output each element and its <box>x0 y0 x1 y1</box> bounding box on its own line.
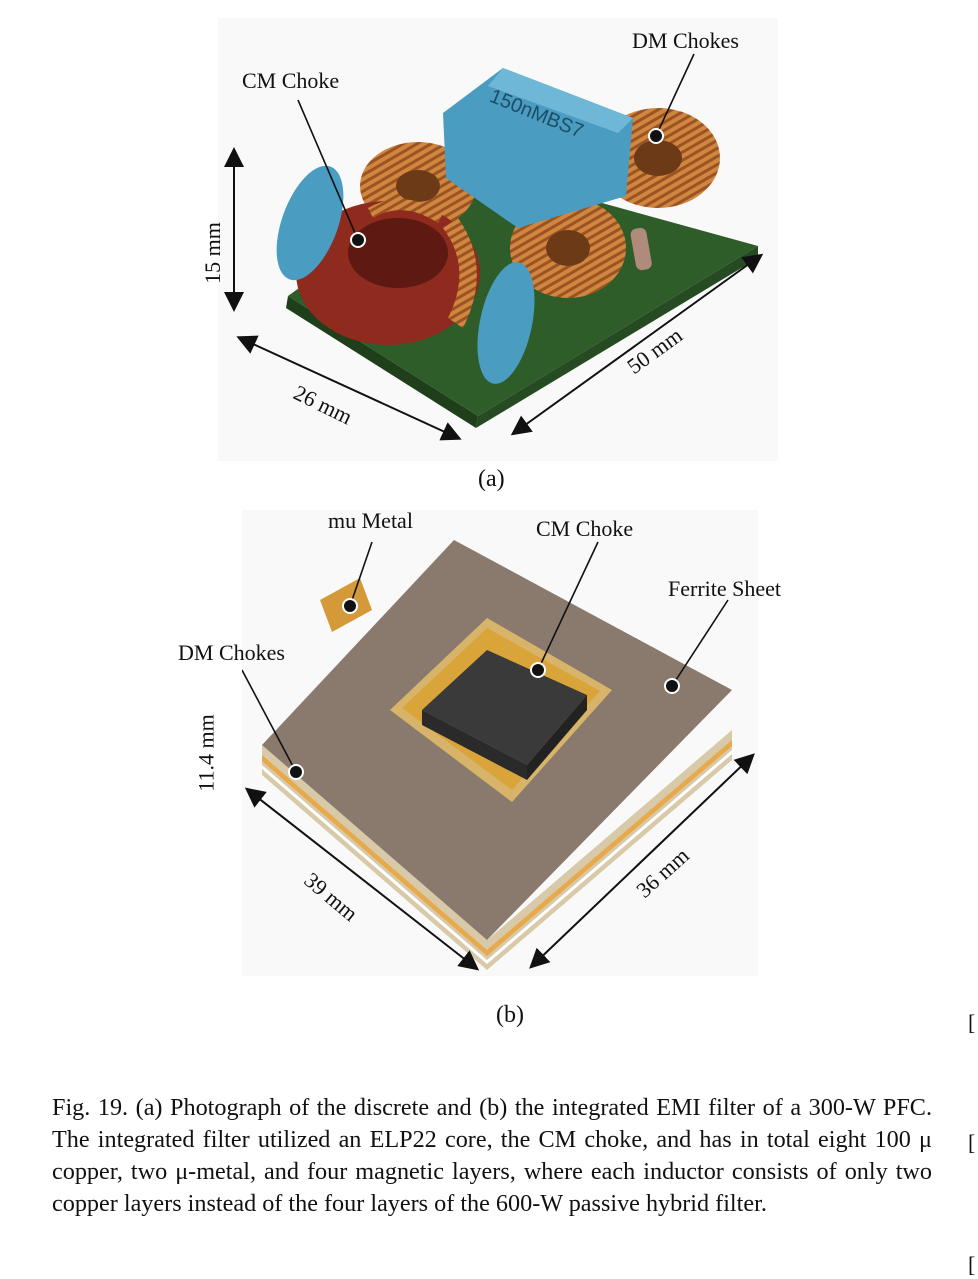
label-cm-choke-a: CM Choke <box>242 68 340 93</box>
page-edge-bracket: [ <box>968 1130 976 1155</box>
panel-b-label: (b) <box>496 1002 524 1028</box>
leader-dm-chokes <box>655 53 695 137</box>
leader-cm-choke <box>297 99 359 241</box>
dim-arrow-width <box>236 335 462 441</box>
photo-panel-a: 150nMBS7 CM Choke DM Chokes 15 mm 26 mm … <box>200 18 778 461</box>
dim-arrow-length <box>510 253 764 436</box>
cm-choke-core <box>422 650 587 765</box>
leader-mu-metal <box>349 541 373 607</box>
dim-arrow-width-b <box>244 787 480 971</box>
figure-caption: Fig. 19. (a) Photograph of the discrete … <box>52 1094 932 1218</box>
panel-a-label: (a) <box>478 466 505 492</box>
photo-panel-b: mu Metal CM Choke Ferrite Sheet 36 mm 39… <box>242 508 781 976</box>
label-mu-metal: mu Metal <box>328 508 413 533</box>
leader-ferrite-sheet <box>671 599 729 687</box>
label-dm-chokes-a: DM Chokes <box>632 28 739 53</box>
label-height-a: 15 mm <box>199 222 225 284</box>
integrated-filter-illustration <box>242 540 755 971</box>
leader-cm-choke-b <box>537 541 599 671</box>
page-edge-bracket: [ <box>968 1010 976 1035</box>
y-capacitor-left <box>276 165 344 281</box>
page-edge-bracket: [ <box>968 1252 976 1277</box>
label-ferrite-sheet: Ferrite Sheet <box>668 576 782 601</box>
label-cm-choke-b: CM Choke <box>536 516 634 541</box>
label-height-b: 11.4 mm <box>193 714 219 792</box>
leader-dm-chokes-b <box>242 669 297 773</box>
dim-arrow-length-b <box>529 753 755 969</box>
discrete-filter-illustration: 150nMBS7 <box>224 53 764 441</box>
label-dm-chokes-b: DM Chokes <box>178 640 285 665</box>
